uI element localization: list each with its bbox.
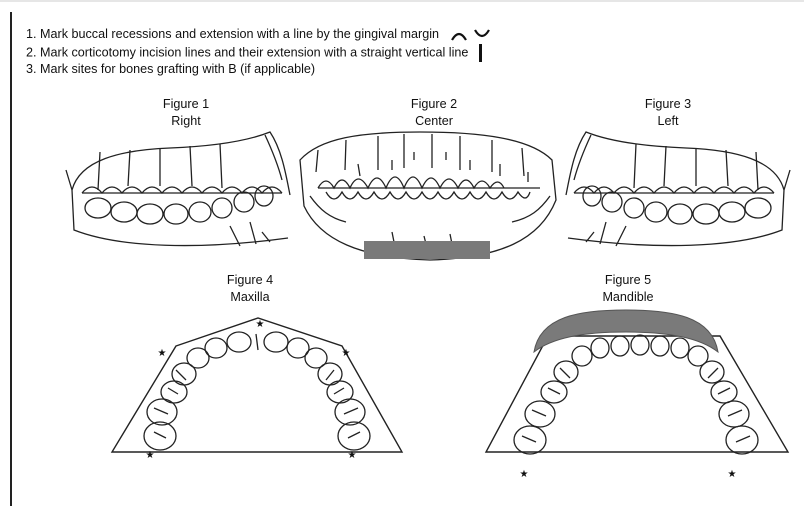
star-icon: ★	[342, 348, 351, 359]
figure-3-left-view	[566, 132, 790, 246]
graft-site-marker-center	[364, 241, 490, 259]
graft-site-marker-mandible	[534, 310, 718, 352]
figure-1-right-view	[66, 132, 290, 246]
star-icon: ★	[348, 450, 357, 461]
figure-2-center-view	[300, 132, 556, 260]
figure-5-mandible	[486, 335, 788, 454]
star-icon: ★	[158, 348, 167, 359]
star-icon: ★	[146, 450, 155, 461]
figure-4-maxilla	[112, 318, 402, 452]
star-icon: ★	[520, 469, 529, 480]
star-icon: ★	[256, 319, 265, 330]
star-icon: ★	[728, 469, 737, 480]
